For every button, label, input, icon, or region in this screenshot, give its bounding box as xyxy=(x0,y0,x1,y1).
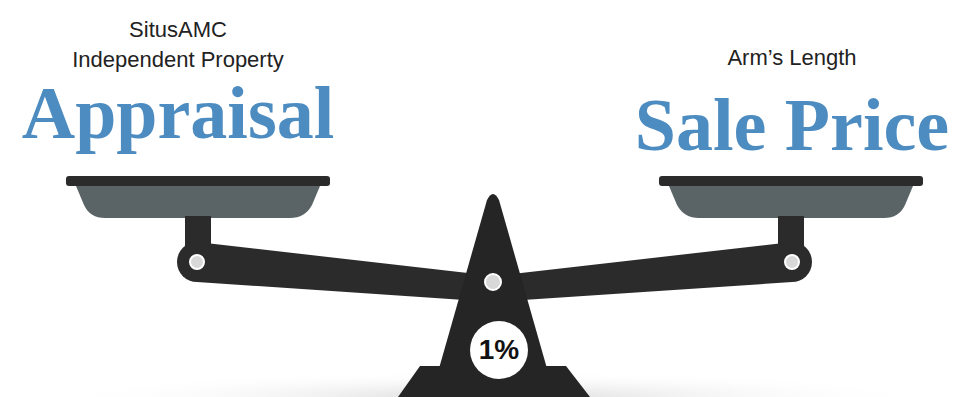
subheading-text: Arm’s Length xyxy=(642,43,942,73)
heading-text: Sale Price xyxy=(622,88,962,162)
pan-bowl xyxy=(669,186,913,218)
beam-end xyxy=(177,242,217,282)
percent-text: 1% xyxy=(469,320,529,380)
beam-arm xyxy=(197,242,494,302)
badge-fill xyxy=(470,321,528,379)
right-arm xyxy=(495,176,923,302)
beam-end xyxy=(772,242,812,282)
beam-arm xyxy=(495,242,792,302)
pan-bowl xyxy=(76,186,320,218)
pan-rim xyxy=(659,176,923,186)
pivot-pin xyxy=(485,274,501,290)
beam-pin xyxy=(785,255,799,269)
heading-text: Appraisal xyxy=(8,76,348,150)
beam-pin xyxy=(190,255,204,269)
badge-circle: 1% xyxy=(469,320,529,380)
subheading-text: SitusAMC Independent Property xyxy=(69,15,287,75)
left-arm xyxy=(66,176,494,302)
pan-rim xyxy=(66,176,330,186)
